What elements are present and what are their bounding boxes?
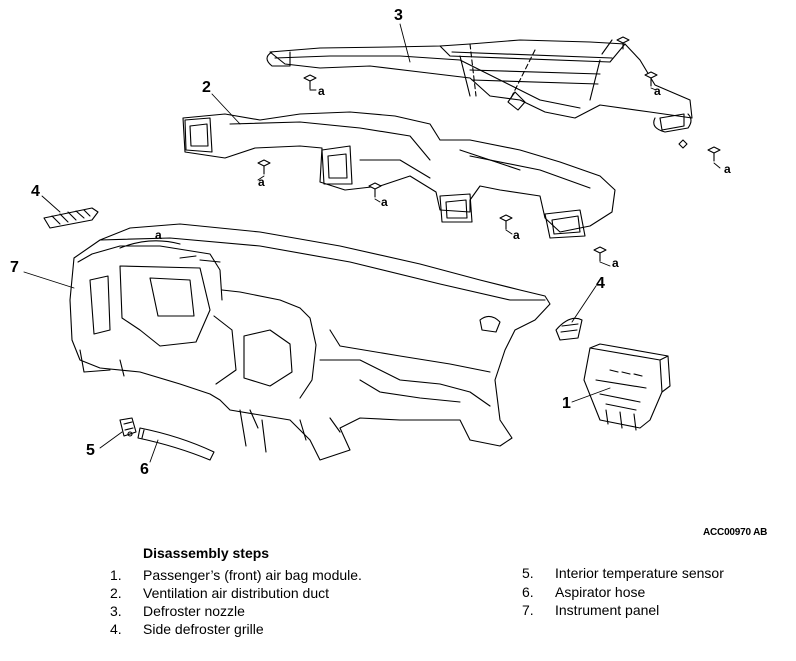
diagram-drawing <box>23 23 721 463</box>
aspirator-hose <box>137 427 215 461</box>
hardware-label: a <box>258 175 265 189</box>
step-number: 3. <box>110 603 122 619</box>
figure-code: ACC00970 AB <box>703 527 768 538</box>
hardware-label: a <box>513 228 520 242</box>
side-defroster-grille-left <box>43 207 99 229</box>
hardware-label: a <box>724 162 731 176</box>
step-item: 7. Instrument panel <box>522 602 659 618</box>
callout-4-left: 4 <box>31 183 40 200</box>
step-item: 6. Aspirator hose <box>522 584 645 600</box>
hardware-label: a <box>318 84 325 98</box>
exploded-view-diagram: 3 2 4 7 4 1 5 6 a a a a a a a a <box>10 7 731 478</box>
callout-3: 3 <box>394 7 403 24</box>
step-number: 2. <box>110 585 122 601</box>
step-text: Interior temperature sensor <box>555 565 724 581</box>
hardware-label: a <box>381 195 388 209</box>
leader-lines <box>23 23 721 463</box>
side-defroster-grille-right <box>555 317 583 341</box>
ventilation-duct <box>182 111 616 239</box>
step-text: Passenger’s (front) air bag module. <box>143 567 362 583</box>
callout-1: 1 <box>562 395 571 412</box>
callout-6: 6 <box>140 461 149 478</box>
defroster-nozzle <box>266 39 693 133</box>
step-number: 5. <box>522 565 534 581</box>
step-number: 4. <box>110 621 122 637</box>
callout-4-right: 4 <box>596 275 605 292</box>
air-bag-module <box>583 343 671 431</box>
step-item: 2. Ventilation air distribution duct <box>110 585 329 601</box>
step-text: Side defroster grille <box>143 621 264 637</box>
step-text: Instrument panel <box>555 602 660 618</box>
step-text: Aspirator hose <box>555 584 646 600</box>
step-item: 1. Passenger’s (front) air bag module. <box>110 567 362 583</box>
step-item: 5. Interior temperature sensor <box>522 565 724 581</box>
step-text: Defroster nozzle <box>143 603 245 619</box>
callout-7: 7 <box>10 259 19 276</box>
step-text: Ventilation air distribution duct <box>143 585 329 601</box>
step-number: 7. <box>522 602 534 618</box>
hardware-label: a <box>612 256 619 270</box>
callout-5: 5 <box>86 442 95 459</box>
step-item: 3. Defroster nozzle <box>110 603 245 619</box>
disassembly-steps-title: Disassembly steps <box>143 545 270 561</box>
fasteners <box>257 36 721 262</box>
instrument-panel <box>69 223 551 461</box>
hardware-label: a <box>155 228 162 242</box>
callout-2: 2 <box>202 79 211 96</box>
hardware-label: a <box>654 84 661 98</box>
step-item: 4. Side defroster grille <box>110 621 264 637</box>
step-number: 1. <box>110 567 122 583</box>
step-number: 6. <box>522 584 534 600</box>
temperature-sensor <box>119 417 137 437</box>
